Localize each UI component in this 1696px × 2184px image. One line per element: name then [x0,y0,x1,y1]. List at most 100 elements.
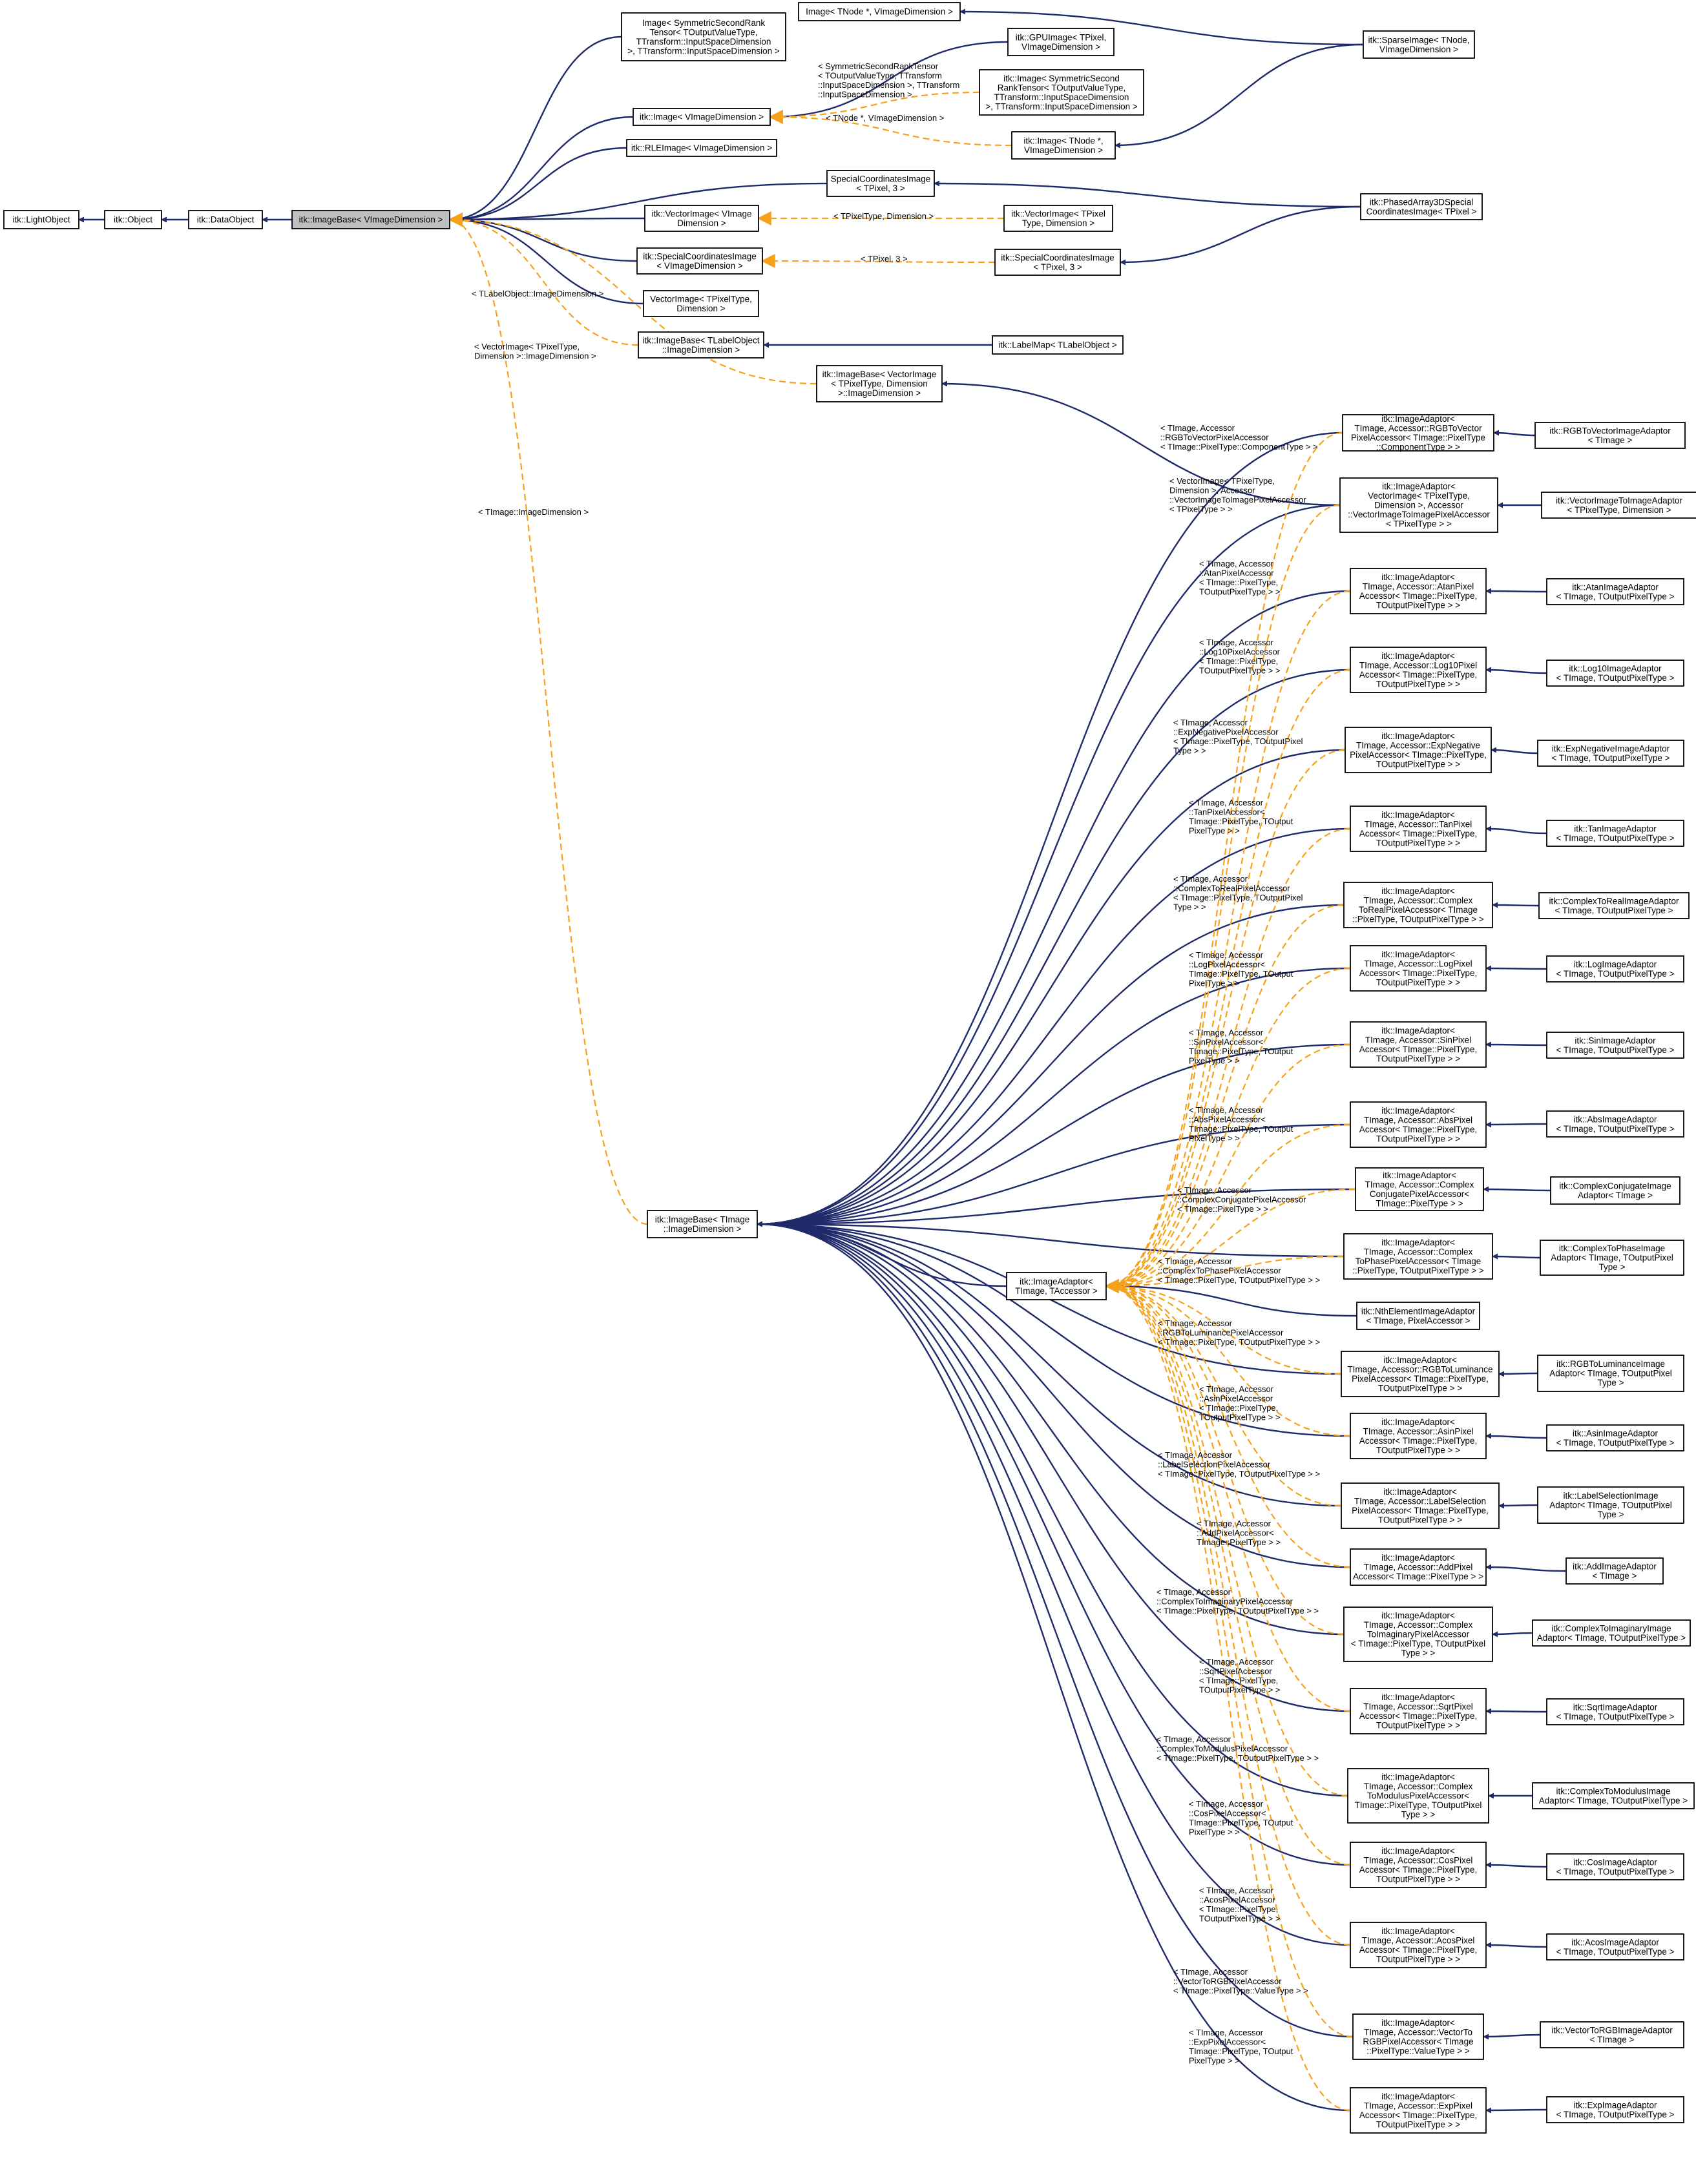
class-node-a_c2imag[interactable]: itk::ImageAdaptor<TImage, Accessor::Comp… [1343,1607,1493,1662]
class-node-imagebase_timage[interactable]: itk::ImageBase< TImage::ImageDimension > [647,1210,758,1238]
class-node-a_vecimg[interactable]: itk::ImageAdaptor<VectorImage< TPixelTyp… [1339,477,1498,533]
class-node-box [816,365,943,402]
class-node-f_log[interactable]: itk::LogImageAdaptor< TImage, TOutputPix… [1546,955,1684,983]
class-node-a_vec2rgb[interactable]: itk::ImageAdaptor<TImage, Accessor::Vect… [1352,2013,1484,2060]
class-node-label-line: < TImage, TOutputPixelType > [1556,969,1674,979]
class-node-f_exp[interactable]: itk::ExpImageAdaptor< TImage, TOutputPix… [1546,2096,1684,2123]
class-node-lightobject[interactable]: itk::LightObject [3,210,79,229]
class-node-box [1350,806,1487,852]
class-node-special_coord[interactable]: SpecialCoordinatesImage< TPixel, 3 > [826,170,935,197]
class-node-label-line: itk::ImageAdaptor< [1381,1553,1455,1563]
class-node-a_log[interactable]: itk::ImageAdaptor<TImage, Accessor::LogP… [1350,945,1487,992]
class-node-f_tan[interactable]: itk::TanImageAdaptor< TImage, TOutputPix… [1546,820,1684,847]
class-node-label: itk::SparseImage< TNode,VImageDimension … [1368,35,1470,54]
class-node-f_cos[interactable]: itk::CosImageAdaptor< TImage, TOutputPix… [1546,1853,1684,1880]
class-node-label: itk::ComplexToRealImageAdaptor< TImage, … [1549,896,1679,915]
edge-label-line: < TImage::PixelType, TOutputPixel [1173,736,1303,746]
class-node-a_c2real[interactable]: itk::ImageAdaptor<TImage, Accessor::Comp… [1343,882,1493,928]
class-node-a_abs[interactable]: itk::ImageAdaptor<TImage, Accessor::AbsP… [1350,1101,1487,1148]
class-node-f_c2real[interactable]: itk::ComplexToRealImageAdaptor< TImage, … [1538,892,1690,919]
class-node-gpuimage[interactable]: itk::GPUImage< TPixel,VImageDimension > [1007,28,1115,56]
class-node-label: itk::LightObject [12,215,70,225]
class-node-a_atan[interactable]: itk::ImageAdaptor<TImage, Accessor::Atan… [1350,568,1487,614]
class-node-a_cos[interactable]: itk::ImageAdaptor<TImage, Accessor::CosP… [1350,1842,1487,1888]
inheritance-edge-a_labelsel [757,1221,1342,1507]
inheritance-edge-a_add [757,1221,1351,1568]
class-node-imagebase_vector[interactable]: itk::ImageBase< VectorImage< TPixelType,… [816,365,943,402]
class-node-f_rgbvec[interactable]: itk::RGBToVectorImageAdaptor< TImage > [1534,422,1686,449]
class-node-itk_image_tnode[interactable]: itk::Image< TNode *,VImageDimension > [1011,131,1116,160]
class-node-f_sqrt[interactable]: itk::SqrtImageAdaptor< TImage, TOutputPi… [1546,1698,1684,1725]
class-node-f_log10[interactable]: itk::Log10ImageAdaptor< TImage, TOutputP… [1546,660,1684,687]
class-node-a_labelsel[interactable]: itk::ImageAdaptor<TImage, Accessor::Labe… [1341,1482,1500,1529]
class-node-imagebase[interactable]: itk::ImageBase< VImageDimension > [291,210,450,229]
class-node-nth[interactable]: itk::NthElementImageAdaptor< TImage, Pix… [1356,1302,1480,1330]
class-node-rleimage[interactable]: itk::RLEImage< VImageDimension > [626,139,777,157]
class-node-itk_special_v[interactable]: itk::SpecialCoordinatesImage< VImageDime… [636,247,763,275]
class-node-object[interactable]: itk::Object [104,210,162,229]
class-node-a_cconj[interactable]: itk::ImageAdaptor<TImage, Accessor::Comp… [1355,1167,1484,1211]
inheritance-edge-gpuimage [769,41,1009,120]
class-node-a_add[interactable]: itk::ImageAdaptor<TImage, Accessor::AddP… [1350,1548,1487,1586]
edge-label-line: TImage::PixelType, TOutput [1189,1124,1293,1134]
class-node-f_expneg[interactable]: itk::ExpNegativeImageAdaptor< TImage, TO… [1537,740,1684,767]
class-node-f_asin[interactable]: itk::AsinImageAdaptor< TImage, TOutputPi… [1546,1424,1684,1451]
class-node-a_sin[interactable]: itk::ImageAdaptor<TImage, Accessor::SinP… [1350,1021,1487,1068]
class-node-a_sqrt[interactable]: itk::ImageAdaptor<TImage, Accessor::Sqrt… [1350,1688,1487,1734]
class-node-a_exp[interactable]: itk::ImageAdaptor<TImage, Accessor::ExpP… [1350,2087,1487,2134]
class-node-f_vec2rgb[interactable]: itk::VectorToRGBImageAdaptor< TImage > [1540,2021,1684,2048]
class-node-label-line: PixelAccessor< TImage::PixelType, [1352,1506,1489,1515]
class-node-imageadaptor[interactable]: itk::ImageAdaptor<TImage, TAccessor > [1006,1272,1107,1300]
class-node-f_sin[interactable]: itk::SinImageAdaptor< TImage, TOutputPix… [1546,1032,1684,1059]
class-node-a_asin[interactable]: itk::ImageAdaptor<TImage, Accessor::Asin… [1350,1413,1487,1459]
class-node-label-line: ConjugatePixelAccessor< [1370,1189,1469,1199]
class-node-vectorimage_plain[interactable]: VectorImage< TPixelType,Dimension > [643,290,759,317]
inheritance-edge-f_tan [1485,826,1547,835]
class-node-labelmap[interactable]: itk::LabelMap< TLabelObject > [992,335,1124,355]
class-node-a_c2mod[interactable]: itk::ImageAdaptor<TImage, Accessor::Comp… [1347,1768,1489,1824]
edge-label-line: ::AbsPixelAccessor< [1189,1115,1266,1125]
edge-label-a_asin: < TImage, Accessor::AsinPixelAccessor< T… [1199,1384,1281,1422]
class-node-a_acos[interactable]: itk::ImageAdaptor<TImage, Accessor::Acos… [1350,1922,1487,1968]
class-node-itk_image[interactable]: itk::Image< VImageDimension > [633,108,771,126]
class-node-sparseimage[interactable]: itk::SparseImage< TNode,VImageDimension … [1363,30,1475,59]
class-node-f_add[interactable]: itk::AddImageAdaptor< TImage > [1565,1557,1664,1585]
class-node-f_abs[interactable]: itk::AbsImageAdaptor< TImage, TOutputPix… [1546,1110,1684,1138]
class-node-label-line: < TImage, PixelAccessor > [1366,1316,1470,1326]
class-node-imagebase_label[interactable]: itk::ImageBase< TLabelObject::ImageDimen… [638,331,764,359]
template-edge-a_tan [1104,827,1351,1293]
class-node-a_tan[interactable]: itk::ImageAdaptor<TImage, Accessor::TanP… [1350,806,1487,852]
class-node-f_atan[interactable]: itk::AtanImageAdaptor< TImage, TOutputPi… [1546,578,1684,605]
class-node-itk_special_tp[interactable]: itk::SpecialCoordinatesImage< TPixel, 3 … [994,249,1121,276]
class-node-label-line: < TImage, TOutputPixelType > [1556,673,1674,683]
edge-label-line: TImage::PixelType > > [1197,1537,1281,1547]
class-node-label-line: ToRealPixelAccessor< TImage [1359,905,1478,915]
class-node-f_acos[interactable]: itk::AcosImageAdaptor< TImage, TOutputPi… [1546,1933,1684,1960]
class-node-label-line: itk::Object [114,215,152,225]
class-node-f_vecimg[interactable]: itk::VectorImageToImageAdaptor< TPixelTy… [1541,492,1696,519]
class-node-a_rgbvec[interactable]: itk::ImageAdaptor<TImage, Accessor::RGBT… [1342,414,1494,452]
class-node-a_c2phase[interactable]: itk::ImageAdaptor<TImage, Accessor::Comp… [1343,1233,1493,1280]
template-edge-imagebase_label [448,213,639,346]
class-node-box [1352,2013,1484,2060]
class-node-box [1546,578,1684,605]
class-node-a_expneg[interactable]: itk::ImageAdaptor<TImage, Accessor::ExpN… [1345,727,1492,773]
inheritance-edge-f_asin [1485,1433,1547,1439]
class-node-dataobject[interactable]: itk::DataObject [188,210,263,229]
class-node-label-line: < TImage, TOutputPixelType > [1556,1438,1674,1448]
class-node-a_rgblum[interactable]: itk::ImageAdaptor<TImage, Accessor::RGBT… [1341,1351,1500,1397]
class-node-a_log10[interactable]: itk::ImageAdaptor<TImage, Accessor::Log1… [1350,647,1487,693]
class-node-image_tnode[interactable]: Image< TNode *, VImageDimension > [798,2,961,21]
